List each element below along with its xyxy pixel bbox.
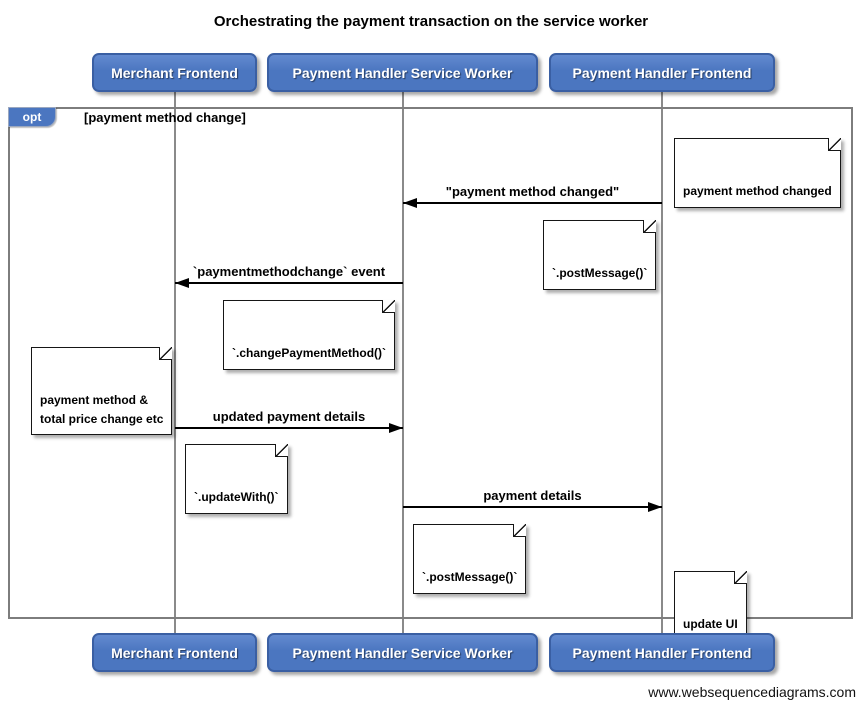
message-label: "payment method changed" (445, 184, 620, 199)
diagram-title: Orchestrating the payment transaction on… (213, 13, 649, 30)
note-update-ui: update UI (674, 571, 747, 641)
note-fold-icon (643, 220, 657, 233)
note-fold-icon (159, 347, 173, 360)
note-post-message-2: `.postMessage()` (413, 524, 527, 594)
message-label: `paymentmethodchange` event (192, 264, 386, 279)
actor-merchant-frontend-bottom: Merchant Frontend (92, 633, 257, 672)
actor-merchant-frontend-top: Merchant Frontend (92, 53, 257, 92)
note-text: `.postMessage()` (422, 570, 518, 585)
message-updated-payment-details: updated payment details (175, 409, 403, 433)
note-fold-icon (382, 300, 396, 313)
actor-payment-handler-frontend-top: Payment Handler Frontend (549, 53, 775, 92)
note-payment-method-changed: payment method changed (674, 138, 841, 208)
actor-payment-handler-frontend-bottom: Payment Handler Frontend (549, 633, 775, 672)
note-text: payment method & total price change etc (40, 393, 164, 426)
message-line (403, 506, 662, 508)
message-payment-method-changed: "payment method changed" (403, 184, 662, 208)
note-text: update UI (683, 617, 738, 632)
arrowhead-left-icon (403, 198, 417, 208)
opt-fragment-frame (8, 107, 853, 619)
message-payment-details: payment details (403, 488, 662, 512)
note-post-message-1: `.postMessage()` (543, 220, 657, 290)
actor-payment-handler-service-worker-bottom: Payment Handler Service Worker (267, 633, 538, 672)
message-line (403, 202, 662, 204)
note-fold-icon (513, 524, 527, 537)
message-line (175, 427, 403, 429)
note-fold-icon (827, 138, 841, 151)
opt-operator-tab: opt (8, 107, 56, 127)
lifeline-merchant-frontend (174, 91, 176, 633)
lifeline-payment-handler-service-worker (402, 91, 404, 633)
note-fold-icon (733, 571, 747, 584)
note-text: payment method changed (683, 184, 832, 199)
message-label: payment details (483, 488, 582, 503)
websequencediagrams-credit: www.websequencediagrams.com (648, 684, 856, 700)
opt-guard-label: [payment method change] (84, 110, 246, 125)
arrowhead-right-icon (648, 502, 662, 512)
note-payment-method-total-price: payment method & total price change etc (31, 347, 173, 436)
message-line (175, 282, 403, 284)
arrowhead-right-icon (389, 423, 403, 433)
arrowhead-left-icon (175, 278, 189, 288)
note-update-with: `.updateWith()` (185, 444, 288, 514)
note-text: `.postMessage()` (552, 266, 648, 281)
note-fold-icon (274, 444, 288, 457)
lifeline-payment-handler-frontend (661, 91, 663, 633)
note-text: `.updateWith()` (194, 490, 279, 505)
message-label: updated payment details (212, 409, 366, 424)
message-paymentmethodchange-event: `paymentmethodchange` event (175, 264, 403, 288)
note-text: `.changePaymentMethod()` (232, 346, 387, 361)
actor-payment-handler-service-worker-top: Payment Handler Service Worker (267, 53, 538, 92)
note-change-payment-method: `.changePaymentMethod()` (223, 300, 396, 370)
